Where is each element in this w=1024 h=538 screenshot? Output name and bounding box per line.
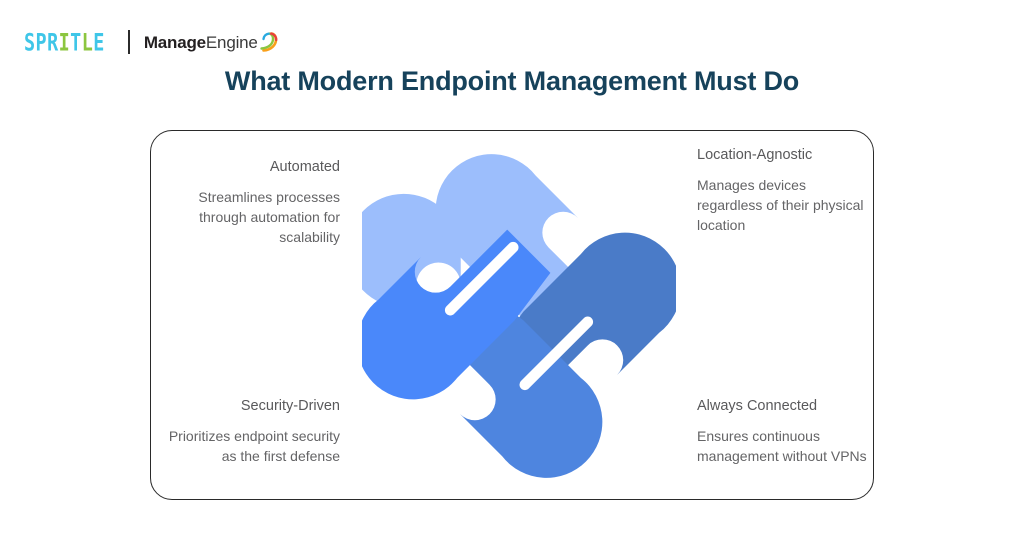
feature-block-automated: Automated Streamlines processes through … bbox=[162, 158, 340, 248]
knot-arm-4 bbox=[362, 229, 551, 400]
feature-body-security-driven: Prioritizes endpoint security as the fir… bbox=[168, 428, 340, 464]
spritle-letter-t: T bbox=[70, 27, 82, 57]
spritle-letter-r: R bbox=[47, 27, 59, 57]
knot-arm-top-left bbox=[362, 193, 461, 308]
manageengine-bold-part: Manage bbox=[143, 32, 206, 52]
knot-weave-gaps bbox=[444, 241, 594, 391]
spritle-letter-i: I bbox=[58, 27, 71, 57]
feature-body-always-connected: Ensures continuous management without VP… bbox=[697, 428, 867, 464]
feature-title-location-agnostic: Location-Agnostic bbox=[697, 147, 813, 163]
brand-bar: S P R I T L E ManageEngine bbox=[24, 28, 279, 56]
spritle-letter-e: E bbox=[93, 27, 105, 57]
spritle-letter-l: L bbox=[81, 27, 94, 57]
brand-divider bbox=[127, 30, 130, 54]
manageengine-logo: ManageEngine bbox=[144, 31, 279, 53]
feature-body-location-agnostic: Manages devices regardless of their phys… bbox=[697, 177, 864, 233]
feature-title-automated: Automated bbox=[269, 159, 340, 175]
feature-title-security-driven: Security-Driven bbox=[240, 398, 340, 414]
spritle-logo: S P R I T L E bbox=[24, 30, 105, 54]
feature-body-automated: Streamlines processes through automation… bbox=[198, 189, 340, 245]
manageengine-light-part: Engine bbox=[205, 32, 258, 52]
manageengine-swoosh-icon bbox=[259, 32, 278, 52]
feature-block-security-driven: Security-Driven Prioritizes endpoint sec… bbox=[162, 397, 340, 467]
page-title: What Modern Endpoint Management Must Do bbox=[224, 66, 800, 96]
spritle-letter-p: P bbox=[35, 27, 48, 57]
feature-title-always-connected: Always Connected bbox=[697, 398, 818, 414]
feature-block-always-connected: Always Connected Ensures continuous mana… bbox=[697, 397, 875, 467]
feature-block-location-agnostic: Location-Agnostic Manages devices regard… bbox=[697, 146, 875, 236]
spritle-letter-s: S bbox=[24, 27, 36, 57]
interlocking-knot-illustration bbox=[362, 152, 676, 480]
manageengine-wordmark: ManageEngine bbox=[144, 34, 258, 51]
knot-svg bbox=[362, 154, 676, 478]
